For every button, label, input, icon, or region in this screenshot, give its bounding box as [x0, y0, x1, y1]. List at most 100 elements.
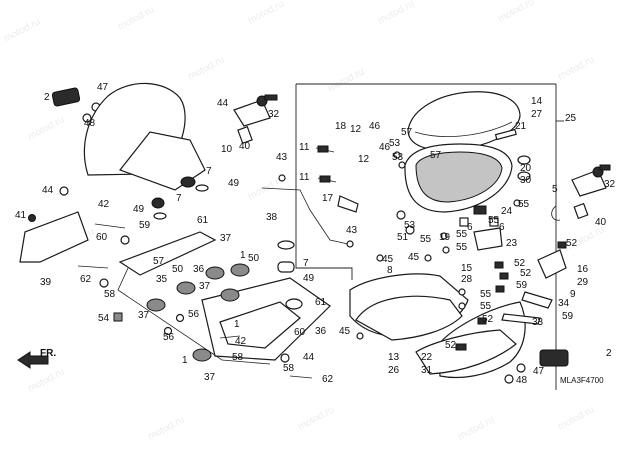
collar [195, 184, 209, 192]
bolt [219, 335, 241, 339]
rubber-mount [176, 281, 196, 295]
lock-cylinder-right [551, 164, 611, 221]
callout-number: 17 [322, 193, 334, 204]
callout-number: 46 [369, 121, 381, 132]
callout-number: 31 [421, 365, 433, 376]
grommet [398, 161, 406, 169]
callout-number: 32 [604, 179, 616, 190]
emblem-clip [455, 343, 467, 351]
washer [285, 298, 303, 310]
callout-number: 36 [193, 264, 205, 275]
callout-number: 55 [488, 215, 500, 226]
callout-number: 53 [404, 220, 416, 231]
damper [517, 155, 531, 165]
callout-number: 47 [533, 366, 545, 377]
callout-number: 49 [228, 178, 240, 189]
callout-number: 11 [299, 142, 310, 153]
callout-number: 45 [382, 254, 394, 265]
callout-number: 37 [199, 281, 211, 292]
washer [99, 278, 109, 288]
lid-edge [414, 121, 513, 137]
callout-number: 22 [421, 352, 433, 363]
callout-number: 21 [515, 121, 527, 132]
screw [516, 363, 526, 373]
callout-number: 44 [42, 185, 54, 196]
callout-number: 51 [397, 232, 409, 243]
callout-number: 5 [552, 184, 558, 195]
callout-number: 28 [461, 274, 473, 285]
washer [59, 186, 69, 196]
callout-number: 48 [84, 118, 96, 129]
callout-number: 56 [188, 309, 200, 320]
callout-number: 61 [315, 297, 327, 308]
grommet [396, 210, 406, 220]
watermark: motod.ru [496, 0, 536, 25]
screw [376, 254, 384, 262]
callout-number: 25 [565, 113, 577, 124]
collar [277, 261, 295, 273]
rubber-mount [205, 266, 225, 280]
callout-number: 55 [420, 234, 432, 245]
bolt-head [278, 174, 286, 182]
wire-clamp [489, 217, 499, 227]
callout-number: 49 [303, 273, 315, 284]
callout-number: 39 [40, 277, 52, 288]
washer [120, 235, 130, 245]
washer [504, 374, 514, 384]
callout-number: 42 [235, 336, 247, 347]
front-direction-indicator: FR. [17, 348, 56, 369]
bolt [77, 265, 109, 269]
mounting-frame-group [77, 223, 331, 379]
rubber-mount [220, 288, 240, 302]
callout-number: 37 [138, 310, 150, 321]
callout-number: 2 [606, 348, 612, 359]
mount-stay-inner [219, 301, 301, 349]
damper [517, 171, 531, 181]
watermark: motod.ru [326, 66, 366, 94]
watermark: motod.ru [456, 414, 496, 442]
bolt-head [346, 240, 354, 248]
reflector-emblem [539, 349, 569, 367]
watermark: motod.ru [146, 414, 186, 442]
latch-bracket [537, 249, 567, 279]
clip [499, 272, 509, 280]
callout-number: 55 [480, 289, 492, 300]
callout-number: 1 [240, 250, 246, 261]
callout-number: 36 [315, 326, 327, 337]
left-cover-group [19, 82, 209, 263]
callout-number: 10 [221, 144, 233, 155]
callout-number: 59 [139, 220, 151, 231]
callout-number: 34 [558, 298, 570, 309]
callout-number: 62 [322, 374, 334, 385]
hinge-bracket [473, 227, 503, 251]
rubber-bush [180, 176, 196, 188]
callout-number: 56 [163, 332, 175, 343]
callout-number: 62 [80, 274, 92, 285]
diagram-reference-code: MLA3F4700 [560, 376, 604, 385]
callout-number: 33 [532, 317, 544, 328]
cover-inner-bracket [119, 131, 206, 191]
clip [477, 317, 487, 325]
callout-number: 58 [104, 289, 116, 300]
callout-number: 20 [520, 163, 532, 174]
callout-number: 30 [520, 175, 532, 186]
callout-number: 6 [467, 222, 473, 233]
lock-cylinder-left [233, 94, 278, 145]
mount-bracket-upper [118, 231, 217, 276]
callout-number: 55 [456, 242, 468, 253]
watermark: motod.ru [296, 404, 336, 432]
callout-number: 29 [577, 277, 589, 288]
callout-number: 52 [566, 238, 578, 249]
latch-arm [521, 291, 553, 309]
nut [113, 312, 123, 322]
top-case-lid [407, 91, 521, 151]
bolt-head [28, 214, 36, 222]
wire-clamp [459, 217, 469, 227]
callout-number: 7 [303, 258, 309, 269]
screw [424, 254, 432, 262]
callout-number: 27 [531, 109, 543, 120]
callout-number: 37 [220, 233, 232, 244]
callout-number: 53 [389, 138, 401, 149]
watermark: motod.ru [556, 54, 596, 82]
washer [82, 113, 92, 123]
